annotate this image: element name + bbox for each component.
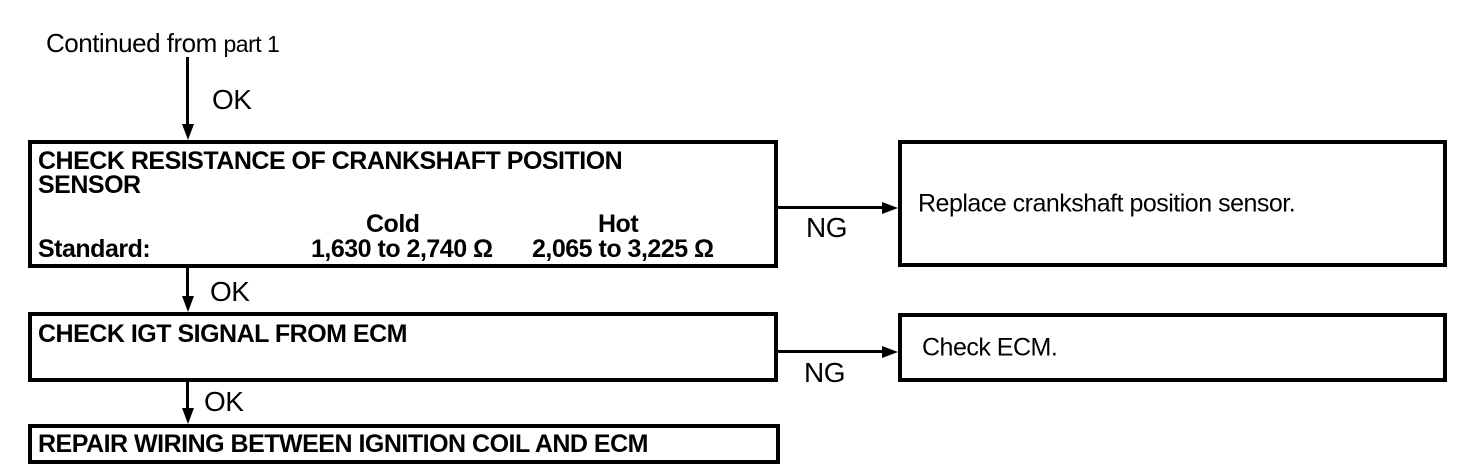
- ok-label-2: OK: [210, 276, 250, 307]
- step2-title: CHECK IGT SIGNAL FROM ECM: [38, 320, 407, 348]
- arrow-step2-to-step3: [186, 382, 189, 409]
- ng-label-1: NG: [806, 212, 848, 243]
- step1-hot-value: 2,065 to 3,225 Ω: [532, 235, 714, 263]
- arrow-step1-to-step2: [186, 268, 189, 297]
- ok-label-1: OK: [212, 84, 252, 115]
- step1-ng-box: Replace crankshaft position sensor.: [898, 140, 1447, 267]
- step2-ng-action: Check ECM.: [922, 333, 1058, 361]
- step2-ng-box: Check ECM.: [898, 313, 1447, 382]
- step1-col-hot: Hot: [598, 210, 639, 238]
- step1-title: CHECK RESISTANCE OF CRANKSHAFT POSITION …: [38, 147, 623, 199]
- ng-label-2: NG: [804, 357, 846, 388]
- step1-title-line2: SENSOR: [38, 171, 141, 199]
- step2-box: CHECK IGT SIGNAL FROM ECM: [28, 312, 778, 382]
- arrow-entry-to-step1: [186, 57, 189, 125]
- step1-col-cold: Cold: [366, 210, 420, 238]
- step1-title-line1: CHECK RESISTANCE OF CRANKSHAFT POSITION: [38, 147, 623, 175]
- step1-ng-action: Replace crankshaft position sensor.: [918, 189, 1296, 217]
- step1-box: CHECK RESISTANCE OF CRANKSHAFT POSITION …: [28, 140, 778, 268]
- step3-box: REPAIR WIRING BETWEEN IGNITION COIL AND …: [28, 424, 780, 464]
- entry-label-suffix: part 1: [223, 31, 280, 57]
- entry-label: Continued from part 1: [46, 28, 280, 59]
- arrow-step2-ng: [778, 350, 882, 353]
- ok-label-3: OK: [204, 386, 244, 417]
- step1-standard-label: Standard:: [38, 235, 151, 263]
- arrow-step1-ng: [778, 206, 882, 209]
- entry-label-main: Continued from: [46, 28, 217, 58]
- step1-cold-value: 1,630 to 2,740 Ω: [311, 235, 493, 263]
- step3-title: REPAIR WIRING BETWEEN IGNITION COIL AND …: [38, 430, 648, 458]
